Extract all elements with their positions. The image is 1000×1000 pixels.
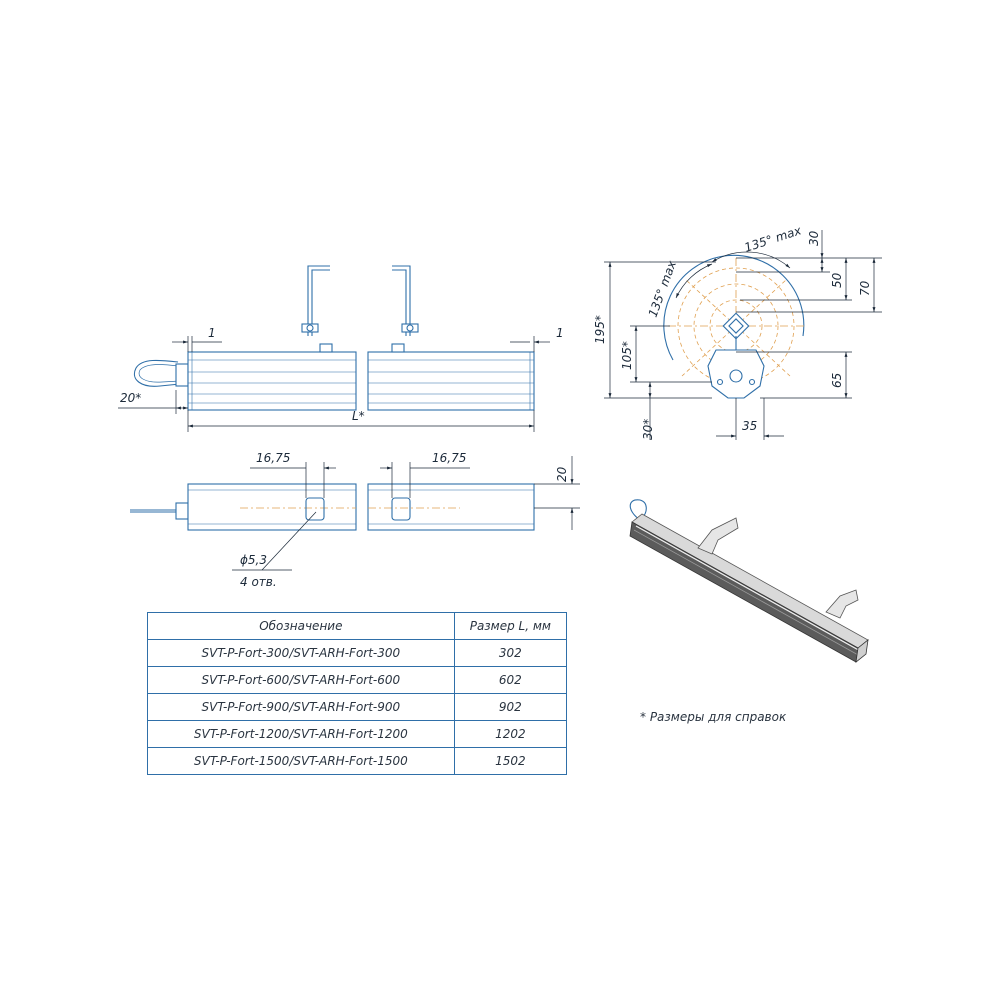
dim-left-gap: 1 bbox=[208, 326, 216, 340]
dim-65: 65 bbox=[830, 373, 844, 388]
hole-diameter: ϕ5,3 bbox=[240, 553, 267, 567]
cell-designation: SVT-P-Fort-1500/SVT-ARH-Fort-1500 bbox=[147, 747, 455, 775]
iso-cable bbox=[629, 499, 647, 521]
spec-table: Обозначение Размер L, мм SVT-P-Fort-300/… bbox=[147, 612, 568, 775]
mount-bracket-left bbox=[301, 265, 333, 353]
dim-30-bottom: 30* bbox=[641, 419, 655, 440]
table-row: SVT-P-Fort-600/SVT-ARH-Fort-600 602 bbox=[147, 666, 568, 694]
dim-35: 35 bbox=[742, 419, 757, 433]
cell-designation: SVT-P-Fort-600/SVT-ARH-Fort-600 bbox=[147, 666, 455, 694]
dim-30-top: 30 bbox=[807, 230, 821, 246]
isometric-view bbox=[629, 499, 869, 663]
iso-bracket-right bbox=[825, 589, 859, 619]
iso-body-side bbox=[629, 521, 859, 663]
dim-height: 20 bbox=[555, 466, 569, 482]
rotation-arc bbox=[663, 254, 805, 361]
dim-right-gap: 1 bbox=[556, 326, 564, 340]
power-cable bbox=[134, 359, 181, 387]
cell-size: 1202 bbox=[453, 720, 568, 748]
cell-size: 1502 bbox=[453, 747, 568, 775]
dim-right-offset: 16,75 bbox=[432, 451, 466, 465]
hole-count: 4 отв. bbox=[240, 575, 277, 589]
iso-body-top bbox=[631, 513, 869, 649]
mount-hole-right bbox=[391, 497, 411, 521]
luminaire-body-right bbox=[367, 351, 535, 411]
dim-70: 70 bbox=[858, 280, 872, 296]
top-view: 16,75 16,75 20 ϕ5,3 4 отв. bbox=[130, 451, 580, 589]
table-row: SVT-P-Fort-1200/SVT-ARH-Fort-1200 1202 bbox=[147, 720, 568, 748]
cell-designation: SVT-P-Fort-300/SVT-ARH-Fort-300 bbox=[147, 639, 455, 667]
dim-cable: 20* bbox=[120, 391, 141, 405]
cell-designation: SVT-P-Fort-1200/SVT-ARH-Fort-1200 bbox=[147, 720, 455, 748]
mount-bracket-right bbox=[391, 265, 419, 353]
cell-size: 302 bbox=[453, 639, 568, 667]
front-view: 1 1 20* L* bbox=[118, 265, 564, 432]
reference-note: * Размеры для справок bbox=[640, 710, 787, 724]
luminaire-body-left bbox=[187, 351, 357, 411]
angle-top: 135° max bbox=[743, 223, 804, 255]
dim-195: 195* bbox=[593, 315, 607, 344]
header-size: Размер L, мм bbox=[453, 612, 568, 640]
cell-designation: SVT-P-Fort-900/SVT-ARH-Fort-900 bbox=[147, 693, 455, 721]
dim-105: 105* bbox=[620, 341, 634, 370]
cable-gland bbox=[175, 363, 189, 387]
table-row: SVT-P-Fort-1500/SVT-ARH-Fort-1500 1502 bbox=[147, 747, 568, 775]
dim-50: 50 bbox=[830, 272, 844, 288]
top-body-right bbox=[367, 483, 535, 531]
side-view: 135° max 135° max 30 50 70 65 195* 105* … bbox=[593, 223, 882, 440]
table-row: SVT-P-Fort-300/SVT-ARH-Fort-300 302 bbox=[147, 639, 568, 667]
header-designation: Обозначение bbox=[147, 612, 455, 640]
front-ribs bbox=[188, 352, 534, 410]
top-body-left bbox=[187, 483, 357, 531]
mount-hole-left bbox=[305, 497, 325, 521]
iso-bracket-left bbox=[697, 517, 739, 555]
dim-length: L* bbox=[352, 409, 365, 423]
table-row: SVT-P-Fort-900/SVT-ARH-Fort-900 902 bbox=[147, 693, 568, 721]
cell-size: 902 bbox=[453, 693, 568, 721]
dim-left-offset: 16,75 bbox=[256, 451, 290, 465]
side-bracket bbox=[707, 349, 765, 399]
table-header-row: Обозначение Размер L, мм bbox=[147, 612, 568, 640]
cell-size: 602 bbox=[453, 666, 568, 694]
profile-section bbox=[722, 312, 750, 340]
